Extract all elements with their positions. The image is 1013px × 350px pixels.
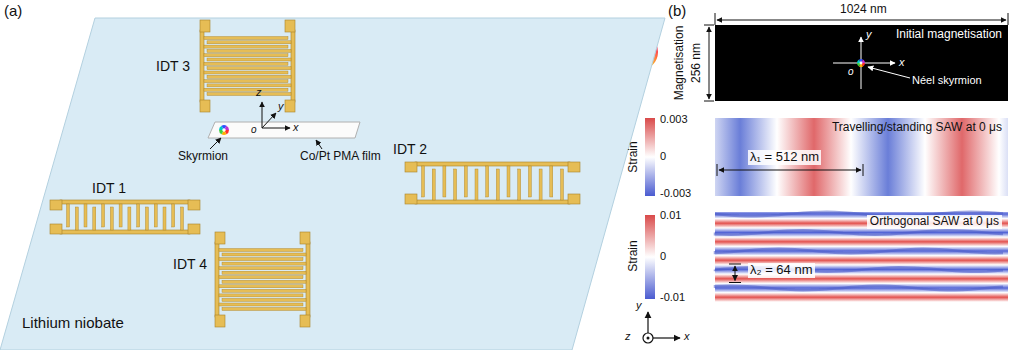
figure-label: -0.01	[660, 291, 685, 304]
leader-arrow	[316, 140, 322, 149]
substrate: Lithium niobate IDT 1 IDT 3 IDT 2 IDT 4	[0, 18, 665, 350]
figure-label: 1024 nm	[838, 3, 889, 17]
panel-title: Initial magnetisation	[896, 28, 1002, 42]
copt-film	[208, 122, 360, 138]
figure-label: λ₂ = 64 nm	[748, 263, 815, 278]
dimension-line	[709, 27, 710, 99]
idt-electrode	[215, 232, 310, 327]
panel-d: Orthogonal SAW at 0 μs	[715, 212, 1008, 302]
lithium-niobate-substrate	[0, 18, 665, 350]
figure-label: o	[251, 124, 257, 136]
figure-label: x	[899, 56, 905, 69]
figure-label: -0.003	[660, 187, 691, 200]
figure-label: Néel skyrmion	[912, 74, 982, 87]
idt: IDT 4	[215, 232, 310, 327]
part-label: IDT 4	[173, 256, 207, 272]
figure-label: 256 nm	[690, 43, 704, 83]
figure-label: z	[256, 86, 262, 99]
leader-arrow	[868, 67, 910, 78]
idt-electrode	[200, 20, 295, 112]
leader-arrow	[210, 138, 221, 149]
figure-label: Strain	[627, 240, 641, 271]
figure-label: (b)	[668, 2, 686, 19]
skyrmion	[219, 125, 229, 135]
figure-label: y	[866, 28, 872, 41]
figure-label: Strain	[627, 141, 641, 172]
panel-b: Initial magnetisation	[715, 25, 1008, 101]
colorbar	[645, 215, 655, 299]
panel-title: Travelling/standing SAW at 0 μs	[832, 121, 1002, 135]
figure-label: x	[684, 330, 690, 343]
part-label: Lithium niobate	[22, 314, 124, 331]
axis-arrow	[653, 337, 680, 338]
figure-label: x	[293, 121, 299, 134]
figure-label: Magnetisation	[673, 26, 687, 101]
figure-label: 0	[660, 250, 666, 263]
idt-electrode	[50, 200, 200, 234]
neel-skyrmion	[857, 59, 865, 67]
figure-label: 0.003	[660, 113, 688, 126]
figure-label: λ₁ = 512 nm	[748, 150, 821, 165]
figure-label: y	[636, 299, 642, 312]
figure-label: 0.01	[660, 209, 681, 222]
figure-label: (a)	[4, 2, 22, 19]
part-label: IDT 2	[393, 141, 427, 157]
figure-label: Co/Pt PMA film	[300, 150, 381, 164]
wavelength-arrow	[735, 266, 736, 281]
part-label: IDT 1	[92, 180, 126, 196]
part-label: IDT 3	[156, 58, 190, 74]
idt: IDT 3	[200, 20, 295, 112]
axis-arrow	[647, 312, 648, 333]
figure-label: z	[625, 330, 631, 343]
figure-label: Skyrmion	[178, 150, 228, 164]
idt: IDT 2	[405, 162, 580, 204]
colorbar	[645, 118, 655, 196]
idt-electrode	[405, 162, 580, 204]
wavelength-arrow	[719, 170, 861, 171]
dimension-line	[717, 20, 1006, 21]
panel-title: Orthogonal SAW at 0 μs	[867, 215, 1002, 229]
idt: IDT 1	[50, 200, 200, 234]
figure-label: o	[848, 66, 854, 78]
figure-label: y	[278, 100, 284, 113]
axis-out-of-plane	[643, 333, 653, 343]
figure-label: 0	[660, 150, 666, 163]
